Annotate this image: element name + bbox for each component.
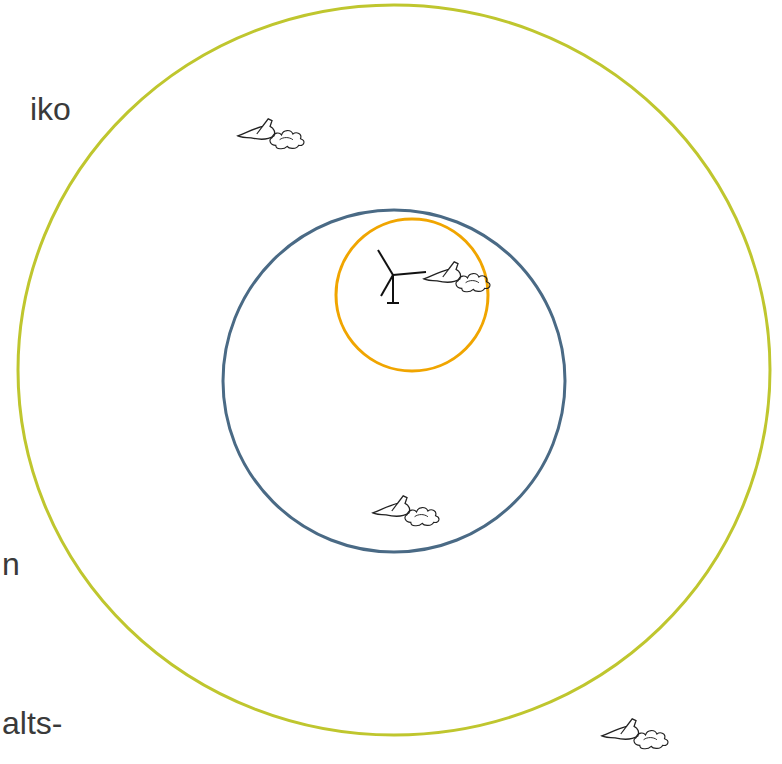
bird-icon bbox=[373, 496, 439, 526]
zone-label: iko bbox=[30, 92, 71, 127]
middle-zone bbox=[223, 210, 565, 552]
bird-icon bbox=[602, 719, 668, 749]
bird-icon bbox=[424, 262, 490, 292]
zone-label: n bbox=[2, 547, 20, 582]
bird-icon bbox=[238, 119, 304, 149]
inner-zone bbox=[336, 219, 488, 371]
outer-zone bbox=[18, 5, 770, 735]
zone-label: alts- bbox=[2, 706, 62, 741]
wind-turbine bbox=[378, 250, 426, 303]
